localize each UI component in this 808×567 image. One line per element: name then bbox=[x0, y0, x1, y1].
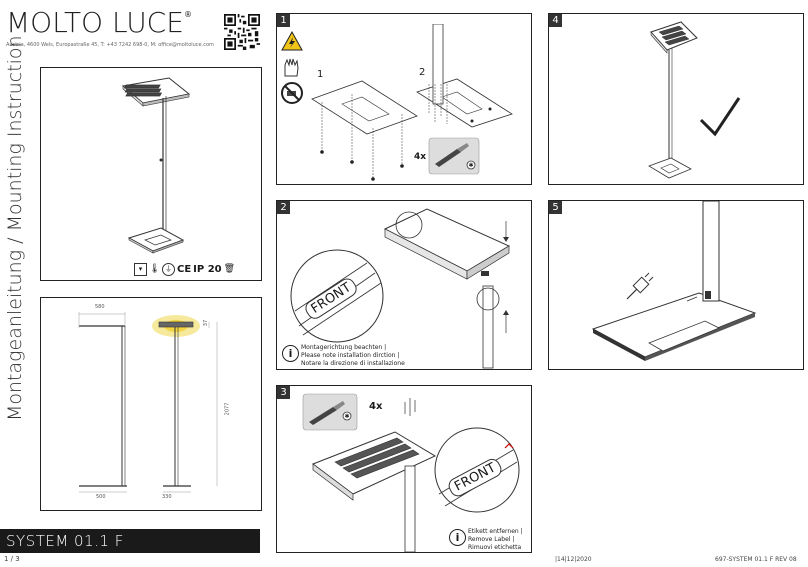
date-code: |14|12|2020 bbox=[555, 556, 592, 563]
step-1-sub-2: 2 bbox=[419, 67, 426, 78]
ip-rating: IP 20 bbox=[193, 263, 222, 275]
step-4-illustration bbox=[648, 21, 698, 179]
step-3-note: Etikett entfernen | Remove Label | Rimuo… bbox=[468, 528, 523, 551]
dim-base-depth: 330 bbox=[162, 494, 172, 500]
dim-base-width: 500 bbox=[96, 494, 106, 500]
step-3-panel: 3 ✱ 4x FRONT i Etikett entfernen | Remov… bbox=[276, 385, 532, 553]
brand-logo: MOLTO LUCE® bbox=[6, 8, 192, 38]
step-4-panel: 4 bbox=[548, 13, 804, 185]
floor-lamp-illustration bbox=[121, 77, 191, 254]
step-1-sub-1: 1 bbox=[317, 69, 324, 80]
product-name: SYSTEM 01.1 F bbox=[6, 532, 124, 550]
registered-mark: ® bbox=[183, 10, 192, 19]
dimensions-panel: 580 37 2077 500 330 bbox=[40, 297, 262, 511]
product-overview-panel: ▾ 🌡 ⏚ CE IP 20 🗑 bbox=[40, 67, 262, 281]
step-5-number: 5 bbox=[549, 201, 562, 214]
info-icon: i bbox=[282, 345, 299, 362]
dim-head-height: 37 bbox=[203, 319, 210, 327]
step-4-number: 4 bbox=[549, 14, 562, 27]
warning-electric-icon bbox=[281, 31, 303, 51]
brand-address: Austria, 4600 Wels, Europastraße 45, T: … bbox=[6, 42, 214, 48]
step-5-illustration bbox=[591, 201, 757, 361]
side-title: Montageanleitung / Mounting Instruction bbox=[4, 35, 26, 421]
svg-text:✱: ✱ bbox=[344, 413, 349, 420]
step-5-panel: 5 bbox=[548, 200, 804, 370]
document-code: 697-SYSTEM 01.1 F REV 08 bbox=[715, 556, 797, 563]
info-icon: i bbox=[449, 529, 466, 546]
step-3-quantity: 4x bbox=[369, 401, 383, 412]
product-name-bar: SYSTEM 01.1 F bbox=[0, 529, 260, 553]
step-1-illustration: ✱ bbox=[311, 24, 513, 181]
step-2-number: 2 bbox=[277, 201, 290, 214]
class-i-earth-icon: ⏚ bbox=[162, 262, 175, 276]
ce-mark: CE bbox=[177, 263, 192, 275]
checkmark-icon bbox=[697, 94, 743, 140]
page-indicator: 1 / 3 bbox=[4, 555, 20, 563]
indoor-use-icon: ▾ bbox=[134, 262, 147, 276]
step-3-number: 3 bbox=[277, 386, 290, 399]
step-1-quantity: 4x bbox=[414, 152, 427, 162]
step-1-number: 1 bbox=[277, 14, 290, 27]
weee-bin-icon: 🗑 bbox=[223, 263, 236, 274]
thermometer-icon: 🌡 bbox=[149, 263, 161, 274]
step-2-panel: 2 FRONT i Montagerichtung beachten | Ple… bbox=[276, 200, 532, 370]
brand-name: MOLTO LUCE bbox=[6, 6, 184, 39]
svg-text:✱: ✱ bbox=[468, 162, 473, 169]
step-2-note: Montagerichtung beachten | Please note i… bbox=[301, 344, 405, 367]
dim-top-width: 580 bbox=[95, 304, 105, 310]
gloves-icon bbox=[281, 56, 303, 78]
qr-code bbox=[224, 14, 260, 50]
no-drill-icon bbox=[281, 82, 303, 104]
dim-height: 2077 bbox=[224, 402, 231, 416]
certification-bar: ▾ 🌡 ⏚ CE IP 20 🗑 bbox=[134, 262, 235, 276]
plug-icon bbox=[625, 271, 655, 301]
step-1-panel: 1 1 2 ✱ 4x bbox=[276, 13, 532, 185]
